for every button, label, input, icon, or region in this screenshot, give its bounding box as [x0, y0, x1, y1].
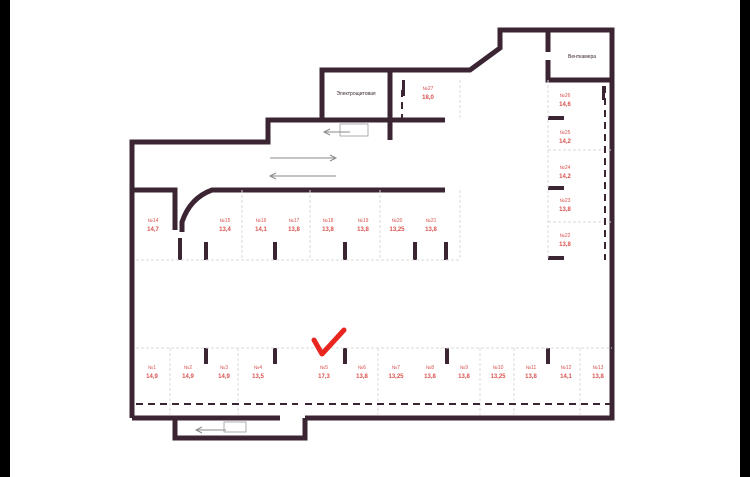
space-number: №7 [392, 365, 400, 371]
space-number: №10 [493, 365, 504, 371]
space-number: №26 [560, 93, 571, 99]
selected-checkmark-icon [311, 327, 347, 357]
space-area: 14,9 [146, 374, 158, 380]
space-area: 13,4 [219, 227, 231, 233]
space-number: №18 [323, 218, 334, 224]
space-number: №16 [256, 218, 267, 224]
space-area: 14,7 [147, 227, 159, 233]
space-area: 13,25 [388, 374, 404, 380]
space-number: №12 [561, 365, 572, 371]
space-area: 13,8 [559, 207, 571, 213]
space-number: №13 [593, 365, 604, 371]
space-number: №4 [254, 365, 262, 371]
space-number: №25 [560, 130, 571, 136]
room-electrical: Электрощитовая [336, 91, 376, 97]
traffic-arrows [194, 128, 350, 434]
space-number: №23 [560, 198, 571, 204]
space-area: 14,1 [560, 374, 572, 380]
space-number: №20 [392, 218, 403, 224]
space-number: №15 [220, 218, 231, 224]
room-ventilation: Венткамера [568, 54, 596, 60]
space-number: №3 [220, 365, 228, 371]
space-number: №9 [460, 365, 468, 371]
space-area: 13,8 [424, 374, 436, 380]
lane-markings [136, 86, 612, 405]
space-number: №6 [358, 365, 366, 371]
space-area: 13,25 [490, 374, 506, 380]
space-area: 14,9 [182, 374, 194, 380]
stairs [223, 123, 369, 433]
pillars [178, 80, 605, 364]
space-area: 13,8 [559, 242, 571, 248]
space-area: 13,8 [322, 227, 334, 233]
space-area: 13,5 [252, 374, 264, 380]
space-number: №8 [426, 365, 434, 371]
space-area: 17,3 [318, 374, 330, 380]
space-number: №11 [526, 365, 537, 371]
inner-walls [132, 30, 612, 232]
space-number: №2 [184, 365, 192, 371]
space-number: №17 [289, 218, 300, 224]
space-area: 13,8 [356, 374, 368, 380]
space-area: 14,2 [559, 174, 571, 180]
space-area: 13,8 [458, 374, 470, 380]
parking-space-labels: №1 14,9 №2 14,9 №3 14,9 №4 13,5 №5 17,3 … [146, 86, 604, 380]
space-number: №27 [423, 86, 434, 92]
space-area: 13,8 [288, 227, 300, 233]
space-area: 14,6 [559, 102, 571, 108]
space-number: №22 [560, 233, 571, 239]
space-area: 13,8 [525, 374, 537, 380]
space-area: 14,9 [218, 374, 230, 380]
space-area: 13,8 [592, 374, 604, 380]
space-number: №1 [148, 365, 156, 371]
space-number: №21 [426, 218, 437, 224]
space-number: №19 [358, 218, 369, 224]
space-area: 13,8 [357, 227, 369, 233]
space-area: 13,8 [425, 227, 437, 233]
space-number: №24 [560, 165, 571, 171]
space-number: №5 [320, 365, 328, 371]
space-area: 18,0 [422, 95, 434, 101]
space-area: 14,2 [559, 139, 571, 145]
space-area: 14,1 [255, 227, 267, 233]
space-number: №14 [148, 218, 159, 224]
space-area: 13,25 [389, 227, 405, 233]
